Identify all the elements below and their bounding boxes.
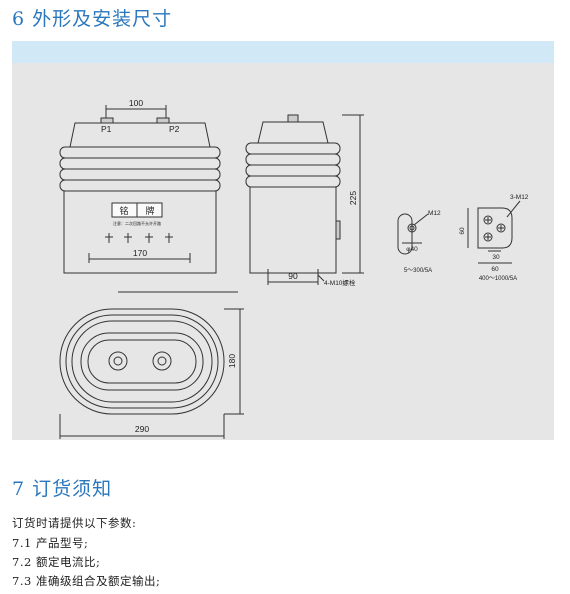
order-item-current-ratio: 7.2 额定电流比; (12, 555, 101, 569)
order-item-model: 7.1 产品型号; (12, 536, 89, 550)
terminal-p1-label: P1 (101, 124, 112, 134)
side-view: 225 90 4-M10螺栓 (245, 114, 364, 287)
dim-30-label: 30 (492, 254, 500, 261)
dim-225-label: 225 (348, 191, 358, 205)
order-intro: 订货时请提供以下参数: (12, 516, 137, 530)
panel-header-band (12, 41, 554, 63)
front-view: 100 P1 P2 铭 牌 注意：二次回路不允许开路 (59, 98, 221, 274)
dim-180-label: 180 (227, 354, 237, 368)
dim-90-label: 90 (288, 271, 298, 281)
outline-drawing: 100 P1 P2 铭 牌 注意：二次回路不允许开路 (59, 98, 529, 439)
dim-170-label: 170 (133, 248, 147, 258)
terminal-p2-label: P2 (169, 124, 180, 134)
large-terminal-detail: 3-M12 60 30 60 400～1000/5A (459, 194, 529, 282)
dim-100-label: 100 (129, 98, 143, 108)
dim-290-label: 290 (135, 424, 149, 434)
nameplate-warning: 注意：二次回路不允许开路 (113, 220, 161, 226)
three-m12-label: 3-M12 (510, 194, 529, 201)
dimension-drawing-panel: 100 P1 P2 铭 牌 注意：二次回路不允许开路 (12, 41, 554, 440)
bolt-note: 4-M10螺栓 (324, 278, 356, 287)
dim-60-horizontal: 60 (491, 266, 499, 273)
m12-label: M12 (428, 210, 441, 217)
range-large-label: 400～1000/5A (479, 276, 517, 282)
top-view: 180 290 (59, 291, 244, 439)
section-6-heading: 6 外形及安装尺寸 (12, 8, 173, 30)
range-small-label: 5～300/5A (404, 268, 432, 274)
dim-60-vertical: 60 (459, 227, 466, 235)
phi40-label: φ40 (406, 246, 418, 253)
small-terminal-detail: M12 φ40 5～300/5A (397, 210, 441, 274)
nameplate-right-char: 牌 (145, 205, 154, 216)
order-item-accuracy: 7.3 准确级组合及额定输出; (12, 574, 161, 588)
nameplate-left-char: 铭 (119, 205, 128, 216)
section-7-heading: 7 订货须知 (12, 478, 113, 500)
